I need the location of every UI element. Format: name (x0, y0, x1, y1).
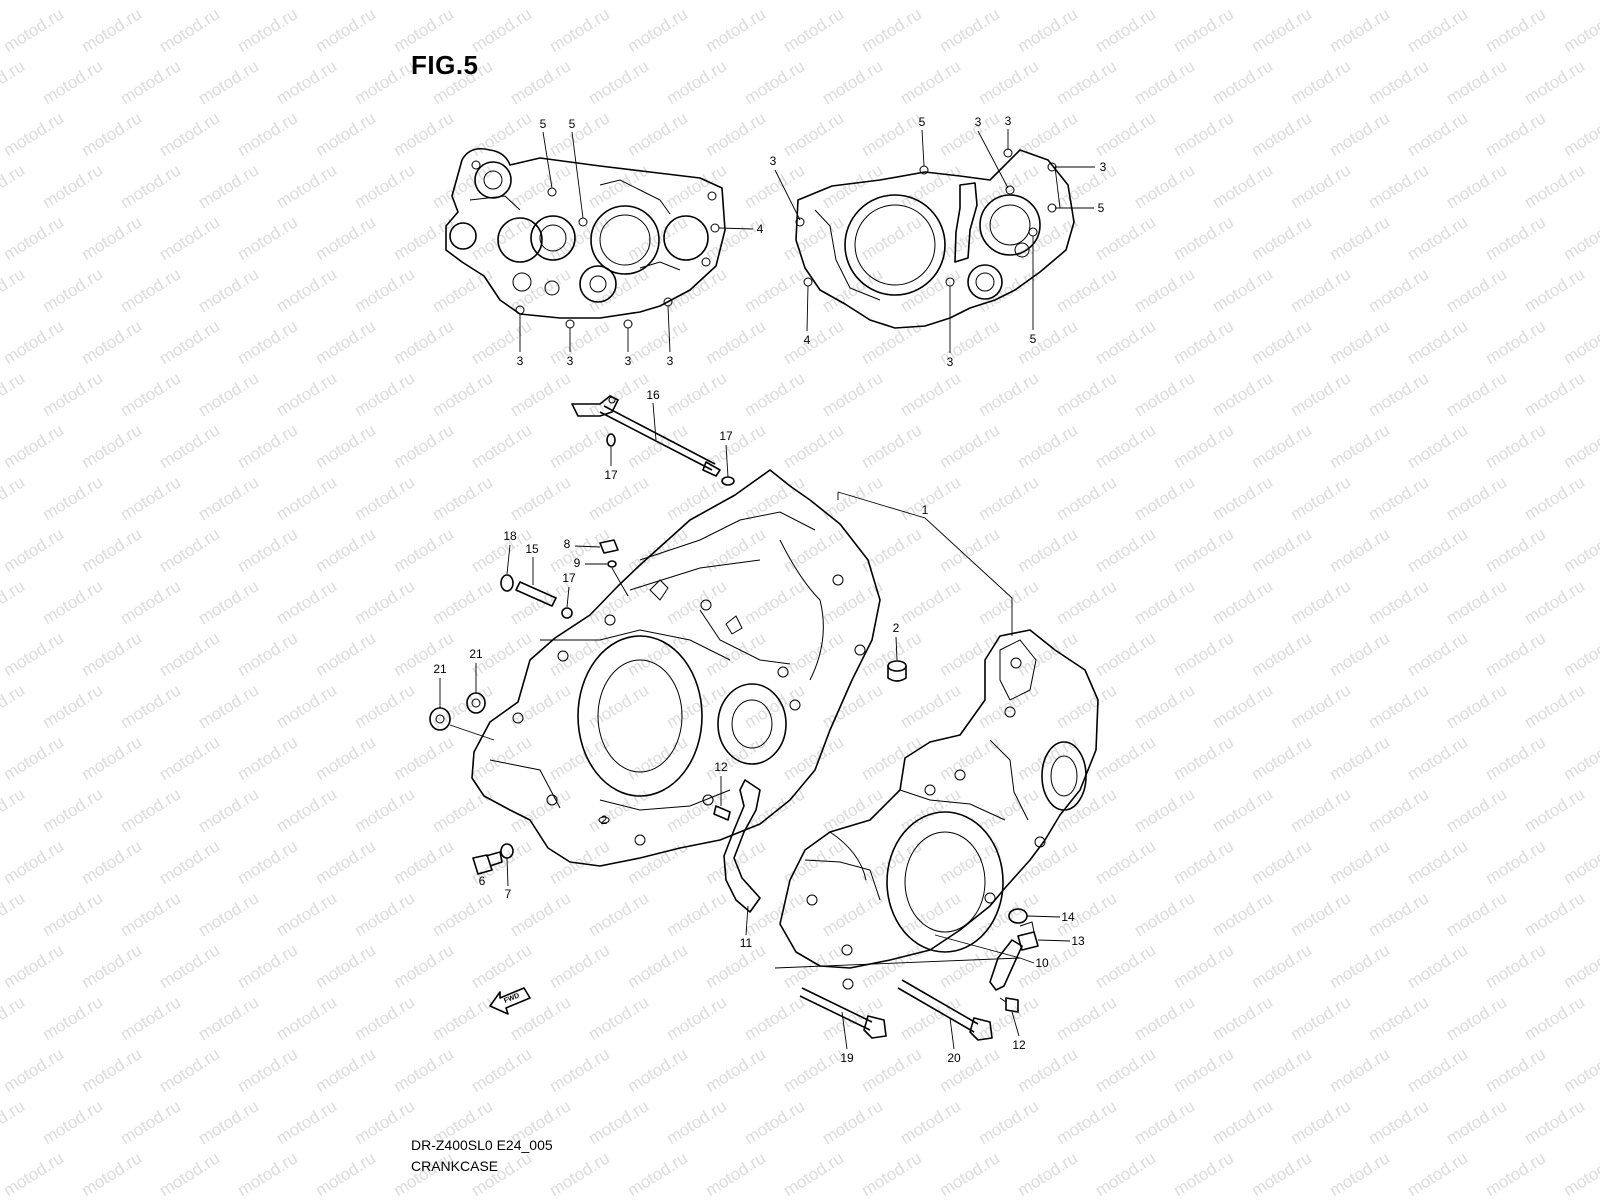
callout-c-top-r-4: 4 (803, 333, 811, 347)
callout-c-top-r-3d: 3 (1099, 160, 1107, 174)
top-leader-lines (519, 129, 1095, 353)
callout-c-1: 1 (921, 503, 929, 517)
callout-c-9: 9 (573, 556, 581, 570)
callout-c-7: 7 (504, 887, 512, 901)
callout-c-2a: 2 (892, 621, 900, 635)
bolt-19 (799, 987, 887, 1039)
bolt-6 (472, 851, 503, 875)
callout-c-6: 6 (478, 874, 486, 888)
model-code: DR-Z400SL0 E24_005 (411, 1137, 553, 1153)
callout-c-11: 11 (739, 936, 753, 950)
callout-c-top-l-5b: 5 (568, 117, 576, 131)
o-ring-18 (500, 574, 514, 592)
callout-c-12b: 12 (1012, 1038, 1026, 1052)
washer-21b (466, 692, 486, 714)
crankcase-right-half-top-view (795, 148, 1075, 329)
oil-pipe-16 (571, 395, 721, 477)
callout-c-20: 20 (947, 1051, 961, 1065)
crankcase-left-half (471, 469, 881, 867)
callout-c-21a: 21 (433, 662, 447, 676)
callout-c-top-l-3a: 3 (516, 354, 524, 368)
jet-8 (599, 539, 619, 554)
callout-c-13: 13 (1071, 934, 1085, 948)
callout-c-21b: 21 (469, 647, 483, 661)
o-ring-17b (721, 476, 735, 486)
callout-c-17c: 17 (562, 571, 576, 585)
figure-title: FIG.5 (411, 50, 479, 80)
dowel-pin-2a (887, 660, 907, 682)
callout-c-top-l-5a: 5 (539, 117, 547, 131)
callout-c-18: 18 (503, 529, 517, 543)
washer-14 (1008, 908, 1028, 924)
callout-c-19: 19 (840, 1051, 854, 1065)
callout-c-top-l-3b: 3 (566, 354, 574, 368)
o-ring-17c (561, 607, 573, 619)
callout-c-top-r-3a: 3 (769, 154, 777, 168)
callout-c-17b: 17 (604, 468, 618, 482)
bolt-12a (713, 805, 731, 821)
callout-c-top-l-3c: 3 (624, 354, 632, 368)
bolt-20 (897, 979, 993, 1041)
callout-c-12a: 12 (714, 760, 728, 774)
callout-c-15: 15 (525, 542, 539, 556)
callout-c-top-r-3e: 3 (946, 355, 954, 369)
gasket-11 (723, 779, 761, 913)
washer-7 (500, 843, 514, 859)
callout-c-top-r-3b: 3 (974, 115, 982, 129)
dowel-pipe-15 (515, 581, 557, 607)
callout-c-14: 14 (1061, 910, 1075, 924)
washer-21a (429, 707, 451, 731)
callout-c-top-l-4: 4 (756, 222, 764, 236)
o-ring-17a (606, 433, 616, 447)
callout-c-top-r-5b: 5 (1097, 201, 1105, 215)
lower-leader-lines (439, 402, 1071, 1050)
fwd-arrow-icon (489, 987, 531, 1015)
callout-c-8: 8 (563, 537, 571, 551)
callout-c-top-r-5c: 5 (1029, 332, 1037, 346)
o-ring-9 (607, 560, 617, 568)
callout-c-10: 10 (1035, 956, 1049, 970)
figure-caption: CRANKCASE (411, 1158, 499, 1174)
callout-c-16: 16 (646, 388, 660, 402)
crankcase-left-half-top-view (445, 147, 726, 329)
bracket-10 (989, 939, 1023, 991)
dowel-pin-2b (598, 816, 610, 824)
bolt-12b (999, 997, 1019, 1013)
callout-c-top-r-5a: 5 (918, 115, 926, 129)
callout-c-17a: 17 (719, 429, 733, 443)
callout-c-top-r-3c: 3 (1004, 114, 1012, 128)
callout-c-top-l-3d: 3 (666, 354, 674, 368)
crankcase-right-half (779, 629, 1099, 990)
callout-c-2b: 2 (600, 813, 608, 827)
